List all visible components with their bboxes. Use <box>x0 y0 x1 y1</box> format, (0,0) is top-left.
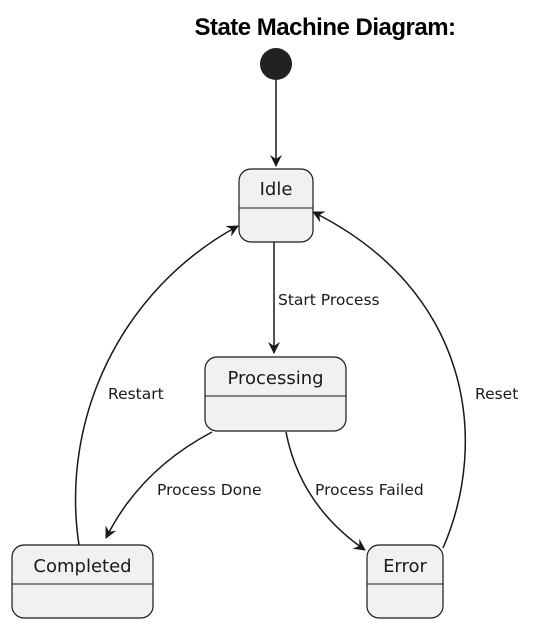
state-completed: Completed <box>11 544 154 619</box>
state-processing-label: Processing <box>227 368 323 389</box>
edge-label-reset: Reset <box>475 385 518 403</box>
edge-label-start-process: Start Process <box>278 291 380 309</box>
page-title: State Machine Diagram: <box>194 14 456 41</box>
edge-reset <box>312 211 467 549</box>
state-idle: Idle <box>238 168 314 243</box>
initial-state-node <box>260 48 292 80</box>
state-processing: Processing <box>204 356 347 432</box>
edge-restart <box>74 225 239 546</box>
state-error: Error <box>366 544 444 619</box>
state-idle-label: Idle <box>260 179 293 200</box>
edge-process-done <box>105 431 213 539</box>
edge-label-restart: Restart <box>108 385 164 403</box>
edge-label-process-done: Process Done <box>157 481 262 499</box>
state-error-label: Error <box>383 556 427 577</box>
edge-label-process-failed: Process Failed <box>315 481 424 499</box>
edge-process-failed <box>285 431 366 551</box>
state-completed-label: Completed <box>33 556 131 577</box>
